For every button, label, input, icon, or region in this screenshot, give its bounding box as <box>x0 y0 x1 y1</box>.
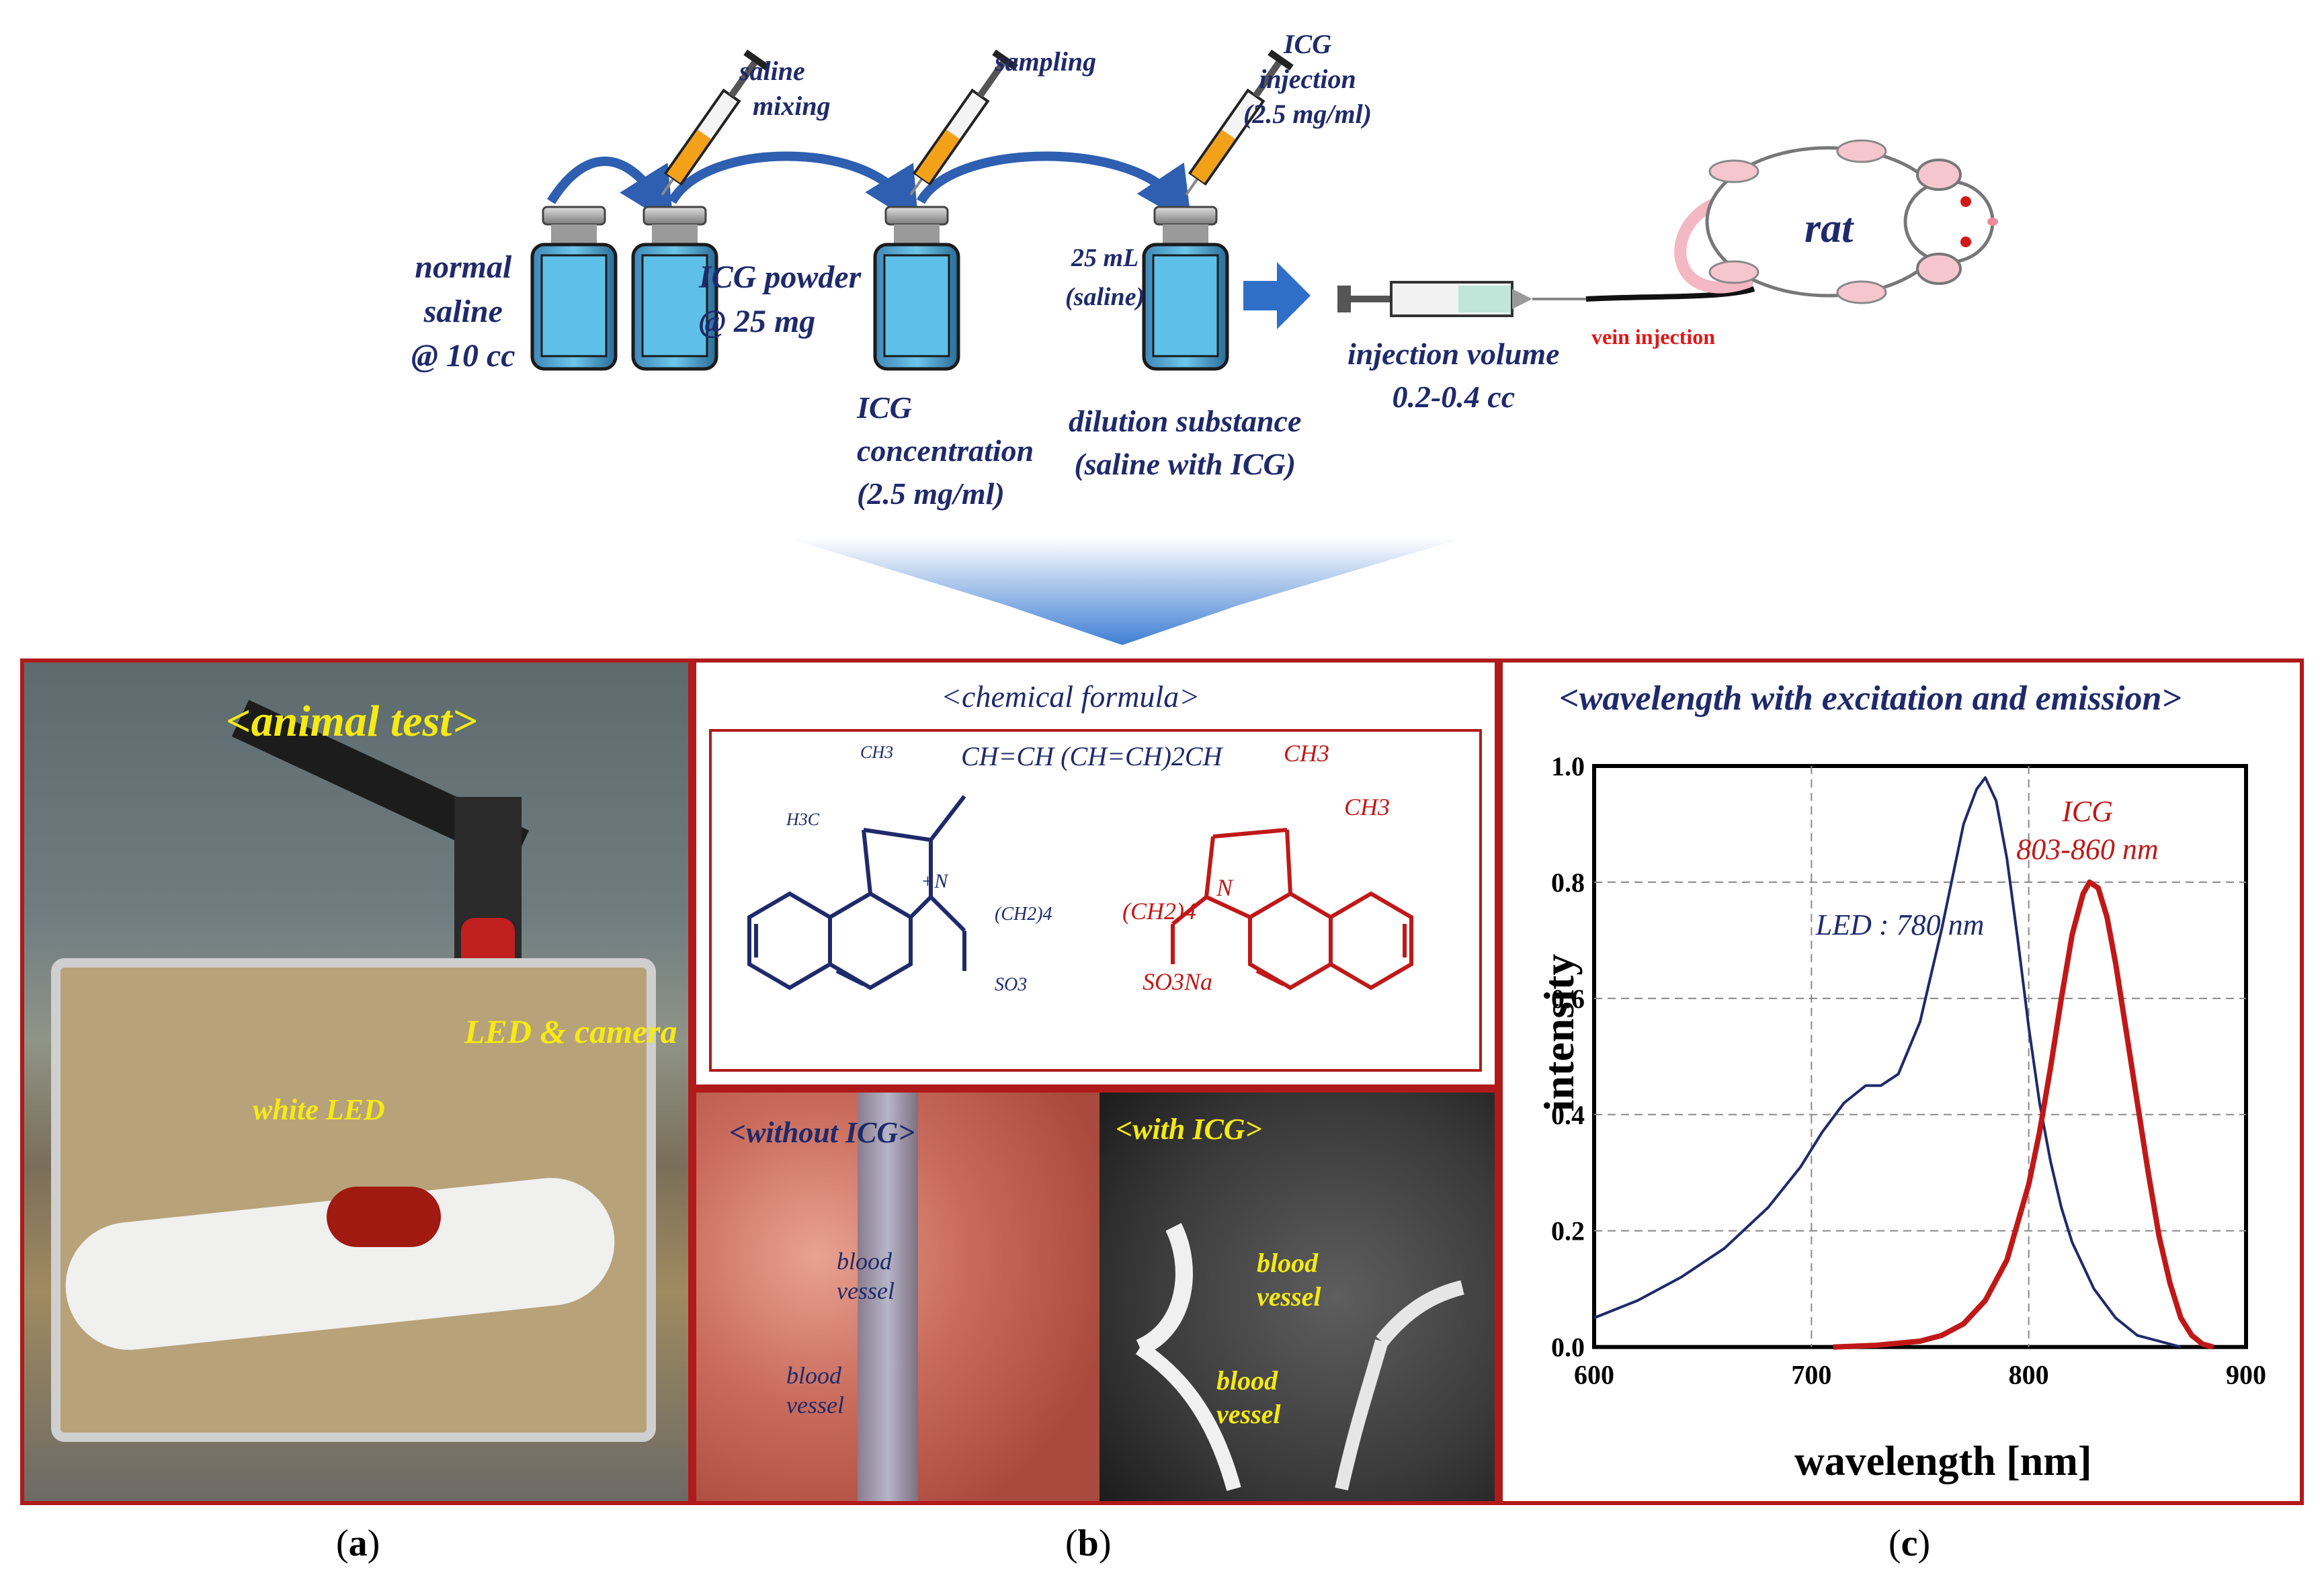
rat-icon <box>1674 139 1998 304</box>
midline-vessel <box>858 1093 918 1501</box>
formula-ch2-4-left: (CH2)4 <box>995 904 1052 925</box>
series-label-icg-1: ICG <box>2061 795 2113 828</box>
formula-ch2-4-right: (CH2)4 <box>1122 898 1196 925</box>
right-arrow-icon <box>1243 262 1311 329</box>
chart-xlabel: wavelength [nm] <box>1794 1439 2092 1484</box>
formula-so3: SO3 <box>995 974 1028 995</box>
right-indole-structure <box>1171 828 1413 990</box>
syringe-icon-2 <box>909 49 1018 196</box>
formula-ch3-top: CH3 <box>860 742 894 762</box>
formula-n-plus: +N <box>921 870 948 892</box>
label-icg-powder: ICG powder@ 25 mg <box>699 259 862 339</box>
label-with-icg: <with ICG> <box>1116 1113 1262 1146</box>
chemical-structure <box>747 795 1413 990</box>
x-tick-label: 700 <box>1791 1360 1831 1390</box>
y-tick-label: 0.8 <box>1551 867 1585 898</box>
series-label-led: LED : 780 nm <box>1815 908 1985 941</box>
label-led-camera: LED & camera <box>464 1013 677 1050</box>
formula-n-right: N <box>1216 874 1233 901</box>
panel-a: <animal test> LED & camera white LED <box>20 658 692 1505</box>
vial-normal-saline <box>530 206 618 371</box>
panel-b-images <box>692 1089 1499 1505</box>
formula-chain: CH=CH (CH=CH)2CH <box>961 741 1222 771</box>
transfer-arrow-2 <box>667 151 919 226</box>
caption-c: (c) <box>1889 1523 1931 1564</box>
series-label-icg-2: 803-860 nm <box>2016 833 2158 865</box>
label-dilution-substance: dilution substance(saline with ICG) <box>1069 404 1302 481</box>
vial-icg-concentration <box>873 206 960 371</box>
transfer-arrow-3 <box>916 151 1192 225</box>
syringe-icon-3 <box>1185 49 1294 196</box>
plot-frame <box>1592 764 2248 1349</box>
syringe-icon-1 <box>661 49 770 196</box>
left-indole-structure <box>747 795 966 990</box>
x-tick-label: 800 <box>2009 1360 2049 1390</box>
label-white-led: white LED <box>253 1093 385 1126</box>
without-icg-image <box>696 1093 1099 1501</box>
vial-diluent <box>1142 206 1229 371</box>
caption-b: (b) <box>1065 1523 1112 1564</box>
label-sampling: sampling <box>995 46 1097 77</box>
animal-test-photo <box>24 663 688 1501</box>
intensity-chart: 0.0 0.2 0.4 0.6 0.8 1.0 600 700 800 900 LED : 780 … <box>1551 751 2266 1390</box>
label-vein-injection: vein injection <box>1591 325 1715 349</box>
transfer-arrow-1 <box>547 157 674 226</box>
vein-line <box>1585 286 1755 302</box>
panel-c <box>1499 658 2304 1505</box>
label-without-icg: <without ICG> <box>729 1116 915 1149</box>
series-line-led <box>1593 776 2182 1349</box>
x-tick-label: 600 <box>1574 1360 1614 1390</box>
label-rat: rat <box>1804 206 1854 251</box>
panel-b-title: <chemical formula> <box>941 679 1200 714</box>
injection-syringe-icon <box>1337 281 1586 317</box>
formula-ch3-r2: CH3 <box>1344 794 1391 820</box>
x-tick-label: 900 <box>2226 1360 2266 1390</box>
formula-box <box>709 729 1482 1072</box>
icg-vessels <box>1135 1223 1464 1491</box>
vial-icg-powder <box>631 206 718 371</box>
series-line-icg <box>1833 879 2214 1350</box>
label-diluent: 25 mL(saline) <box>1065 244 1145 311</box>
formula-so3na: SO3Na <box>1143 968 1213 995</box>
with-icg-image <box>1099 1093 1495 1501</box>
y-tick-label: 0.0 <box>1551 1332 1585 1363</box>
caption-a: (a) <box>336 1523 380 1564</box>
y-tick-label: 0.4 <box>1551 1100 1585 1130</box>
chart-title: <wavelength with excitation and emission… <box>1559 679 2182 718</box>
formula-h3c: H3C <box>786 810 820 829</box>
workflow-diagram <box>530 49 1998 645</box>
down-arrow-icon <box>786 538 1465 645</box>
y-tick-label: 0.6 <box>1551 984 1585 1014</box>
panel-a-title: <animal test> <box>226 697 478 746</box>
formula-ch3-r1: CH3 <box>1284 740 1330 767</box>
y-tick-label: 0.2 <box>1551 1216 1585 1246</box>
y-tick-label: 1.0 <box>1551 751 1585 781</box>
surgical-site <box>327 1187 441 1247</box>
